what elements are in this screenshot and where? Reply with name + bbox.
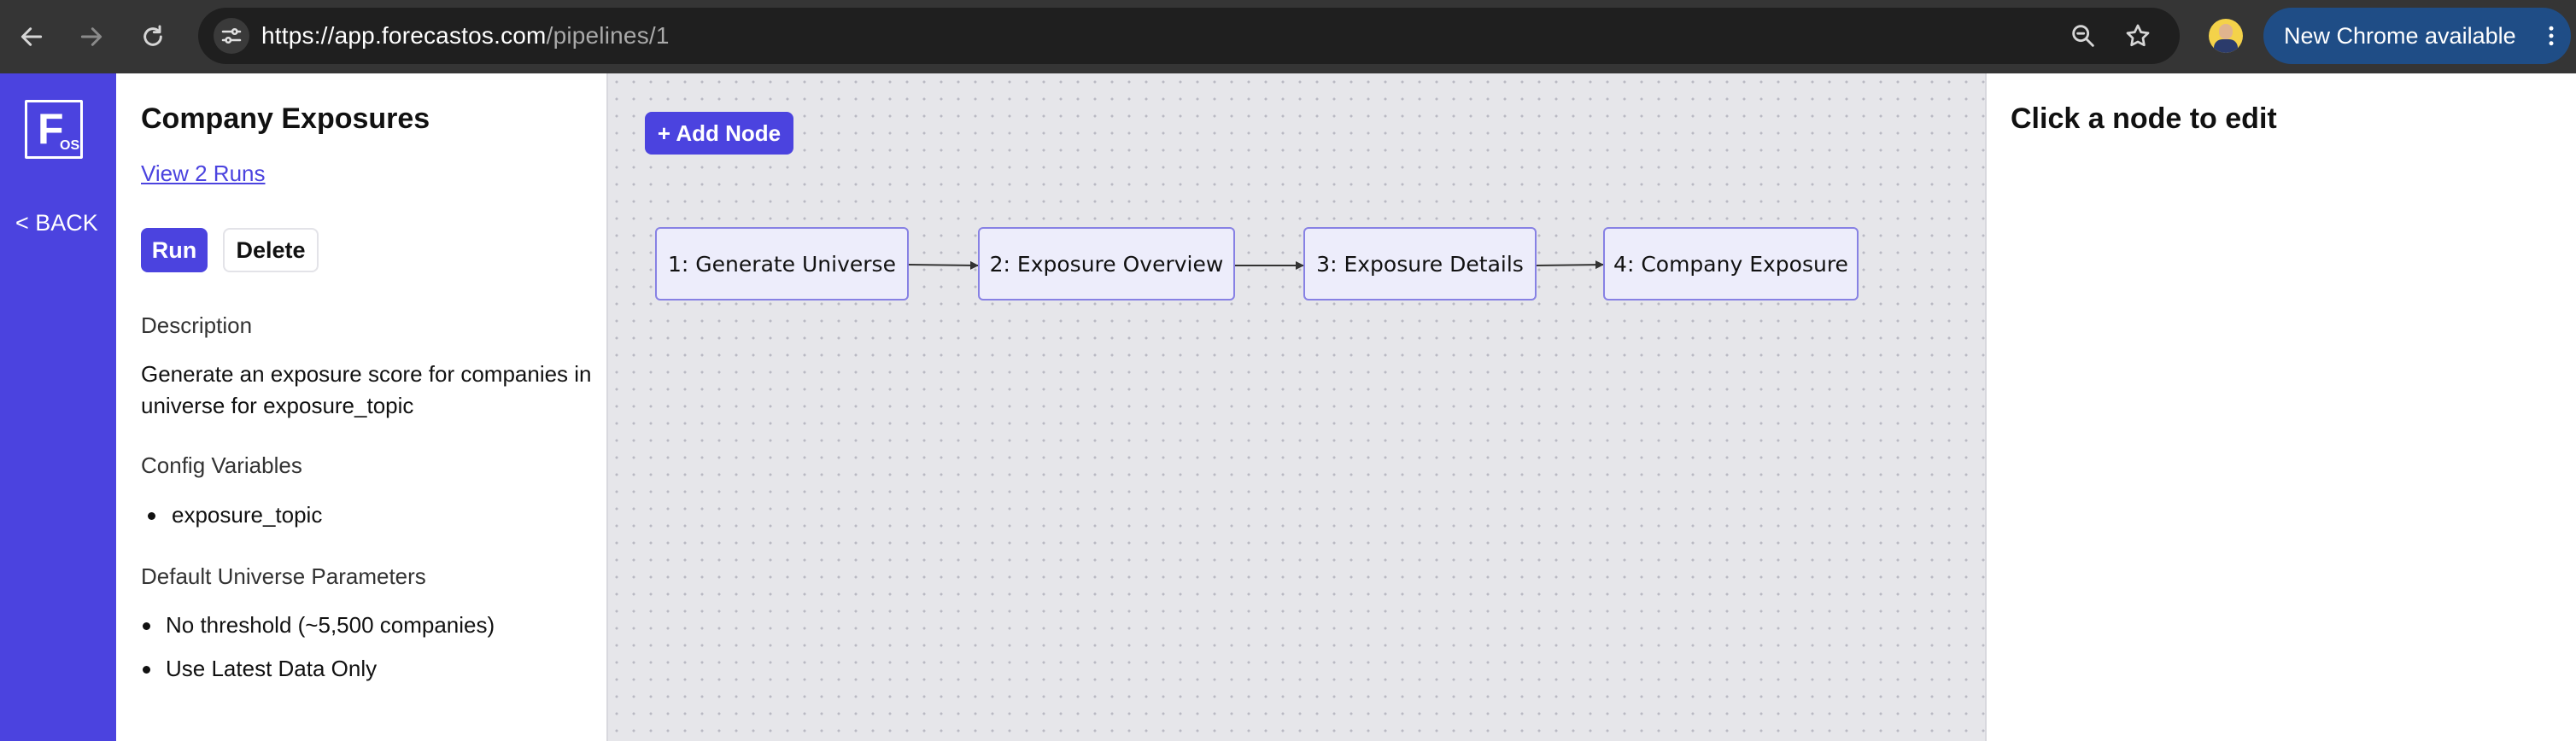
avatar-face	[2219, 24, 2233, 39]
pipeline-node[interactable]: 3: Exposure Details	[1303, 227, 1537, 300]
back-link[interactable]: < BACK	[15, 210, 98, 236]
pipeline-node[interactable]: 1: Generate Universe	[655, 227, 909, 300]
pipeline-edges	[908, 260, 1604, 270]
universe-parameters-list: No threshold (~5,500 companies) Use Late…	[141, 612, 495, 699]
site-settings-icon	[221, 28, 242, 44]
url-text[interactable]: https://app.forecastos.com/pipelines/1	[261, 22, 670, 50]
description-text: Generate an exposure score for companies…	[141, 361, 592, 418]
pipeline-canvas[interactable]: + Add Node 1: Generate Universe 2: Expos…	[608, 73, 1987, 741]
pipeline-node[interactable]: 4: Company Exposure	[1603, 227, 1859, 300]
description-heading: Description	[141, 312, 253, 338]
url-path: /pipelines/1	[546, 22, 670, 49]
app-logo[interactable]: F OS	[25, 100, 83, 159]
config-variable-item: exposure_topic	[141, 502, 322, 546]
universe-parameter-item: No threshold (~5,500 companies)	[141, 612, 495, 656]
back-button[interactable]	[9, 14, 55, 60]
pipeline-node[interactable]: 2: Exposure Overview	[978, 227, 1235, 300]
add-node-button[interactable]: + Add Node	[645, 112, 793, 155]
forward-button[interactable]	[68, 14, 114, 60]
browser-toolbar: https://app.forecastos.com/pipelines/1 N…	[0, 0, 2576, 73]
config-variables-heading: Config Variables	[141, 452, 302, 478]
universe-parameters-heading: Default Universe Parameters	[141, 563, 426, 589]
url-host: https://app.forecastos.com	[261, 22, 547, 49]
kebab-menu-icon[interactable]	[2538, 21, 2564, 50]
forward-arrow-icon	[80, 27, 102, 46]
bookmark-star-icon[interactable]	[2123, 21, 2152, 50]
reload-button[interactable]	[130, 14, 176, 60]
delete-button[interactable]: Delete	[223, 228, 319, 272]
address-bar[interactable]: https://app.forecastos.com/pipelines/1	[198, 8, 2180, 64]
profile-avatar-icon[interactable]	[2209, 19, 2243, 53]
logo-sub: OS	[60, 138, 80, 153]
avatar-shoulders	[2214, 39, 2238, 53]
zoom-icon[interactable]	[2069, 21, 2098, 50]
logo-letter: F	[38, 105, 64, 153]
chrome-update-button[interactable]: New Chrome available	[2263, 8, 2571, 64]
app-sidebar: F OS < BACK	[0, 73, 116, 741]
back-arrow-icon	[20, 27, 43, 46]
node-edit-panel: Click a node to edit	[1987, 73, 2576, 741]
pipeline-info-panel: Company Exposures View 2 Runs Run Delete…	[116, 73, 608, 741]
view-runs-link[interactable]: View 2 Runs	[141, 160, 266, 186]
universe-parameter-item: Use Latest Data Only	[141, 656, 495, 699]
run-button[interactable]: Run	[141, 228, 208, 272]
update-label: New Chrome available	[2284, 23, 2516, 49]
site-info-button[interactable]	[214, 18, 249, 54]
edit-panel-title: Click a node to edit	[2011, 102, 2277, 135]
reload-icon	[143, 25, 162, 46]
config-variables-list: exposure_topic	[141, 502, 322, 546]
page-title: Company Exposures	[141, 102, 430, 135]
